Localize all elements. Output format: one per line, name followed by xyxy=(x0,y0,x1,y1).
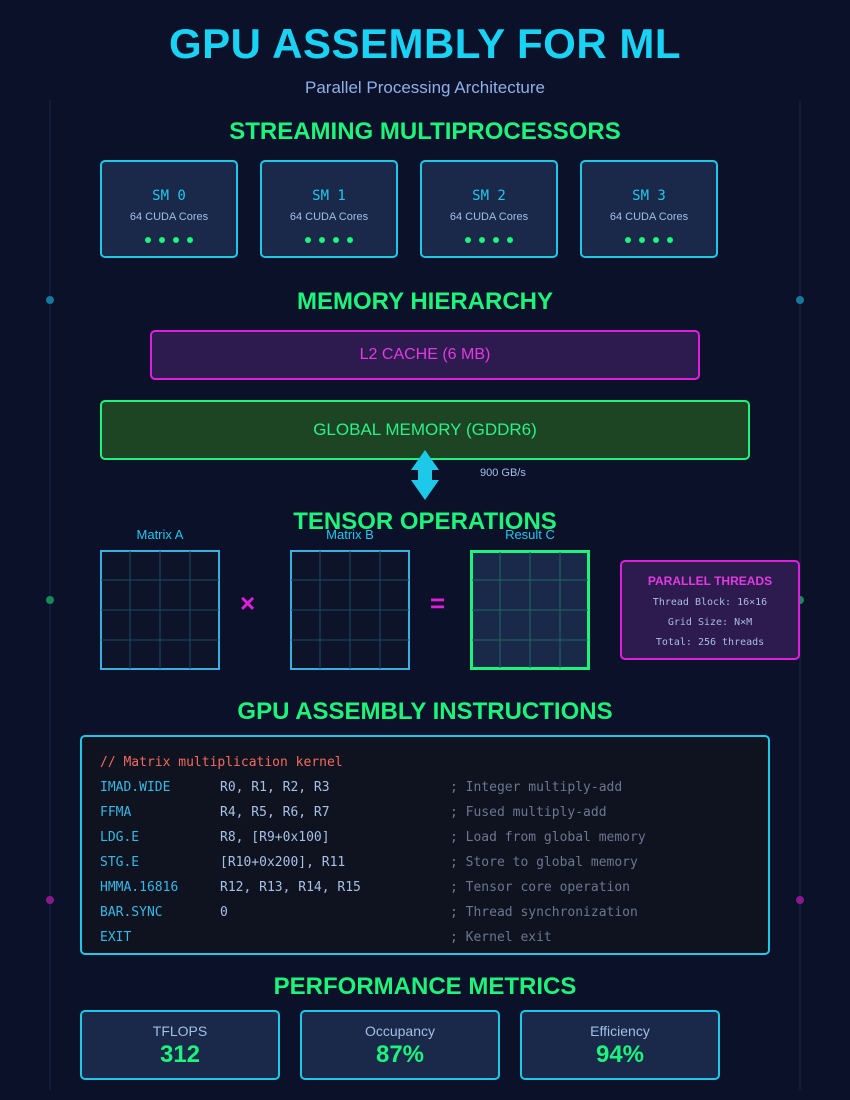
code-comment: // Matrix multiplication kernel xyxy=(100,755,343,770)
grid-size-info: Grid Size: N×M xyxy=(667,617,753,628)
metric-value: 312 xyxy=(159,1041,201,1068)
result-c-grid xyxy=(470,550,590,670)
page-title: GPU ASSEMBLY FOR ML xyxy=(168,20,681,67)
code-line: IMAD.WIDE R0, R1, R2, R3 ; Integer multi… xyxy=(100,780,760,798)
core-dots xyxy=(422,237,556,243)
bandwidth-label: 900 GB/s xyxy=(480,467,526,479)
code-line: EXIT ; Kernel exit xyxy=(100,930,760,948)
equals-symbol: = xyxy=(430,588,446,618)
total-threads-info: Total: 256 threads xyxy=(655,637,765,648)
result-c-label: Result C xyxy=(505,527,555,542)
metric-card-tflops: TFLOPS 312 xyxy=(80,1010,280,1080)
sm-box: SM 2 64 CUDA Cores xyxy=(420,160,558,258)
instruction-opcode: IMAD.WIDE xyxy=(100,780,171,795)
sm-cores: 64 CUDA Cores xyxy=(449,211,529,223)
instruction-comment: ; Integer multiply-add xyxy=(450,780,623,795)
instruction-comment: ; Thread synchronization xyxy=(450,905,638,920)
sm-cores: 64 CUDA Cores xyxy=(289,211,369,223)
metric-label: Occupancy xyxy=(364,1023,436,1039)
instruction-opcode: FFMA xyxy=(100,805,132,820)
sm-cores: 64 CUDA Cores xyxy=(609,211,689,223)
matrix-b-grid xyxy=(290,550,410,670)
sm-name: SM 0 xyxy=(152,188,186,204)
code-line: FFMA R4, R5, R6, R7 ; Fused multiply-add xyxy=(100,805,760,823)
section-title-tensor: TENSOR OPERATIONS xyxy=(293,508,557,535)
bidirectional-arrow-icon xyxy=(411,450,439,500)
instruction-comment: ; Kernel exit xyxy=(450,930,552,945)
instruction-operands: R4, R5, R6, R7 xyxy=(220,805,330,820)
section-title-instructions: GPU ASSEMBLY INSTRUCTIONS xyxy=(237,698,613,725)
metric-value: 87% xyxy=(375,1041,425,1068)
metric-card-efficiency: Efficiency 94% xyxy=(520,1010,720,1080)
matrix-b-label: Matrix B xyxy=(326,527,374,542)
multiply-symbol: × xyxy=(240,588,256,618)
node-dot xyxy=(796,596,804,604)
right-guide-line xyxy=(799,100,801,1090)
left-guide-line xyxy=(49,100,51,1090)
instruction-operands: R0, R1, R2, R3 xyxy=(220,780,330,795)
instruction-operands: R12, R13, R14, R15 xyxy=(220,880,361,895)
instruction-opcode: EXIT xyxy=(100,930,132,945)
sm-name: SM 1 xyxy=(312,188,346,204)
code-line: HMMA.16816 R12, R13, R14, R15 ; Tensor c… xyxy=(100,880,760,898)
code-line: STG.E [R10+0x200], R11 ; Store to global… xyxy=(100,855,760,873)
instruction-comment: ; Store to global memory xyxy=(450,855,638,870)
code-block: // Matrix multiplication kernel IMAD.WID… xyxy=(80,735,770,955)
sm-name: SM 3 xyxy=(632,188,666,204)
metric-label: Efficiency xyxy=(590,1023,650,1039)
node-dot xyxy=(46,596,54,604)
core-dots xyxy=(262,237,396,243)
parallel-threads-box: PARALLEL THREADS Thread Block: 16×16 Gri… xyxy=(620,560,800,660)
sm-box: SM 1 64 CUDA Cores xyxy=(260,160,398,258)
sm-name: SM 2 xyxy=(472,188,506,204)
metric-label: TFLOPS xyxy=(152,1023,208,1039)
section-title-sm: STREAMING MULTIPROCESSORS xyxy=(229,118,621,145)
instruction-comment: ; Tensor core operation xyxy=(450,880,631,895)
instruction-opcode: BAR.SYNC xyxy=(100,905,163,920)
sm-box: SM 0 64 CUDA Cores xyxy=(100,160,238,258)
instruction-comment: ; Fused multiply-add xyxy=(450,805,607,820)
section-title-memory: MEMORY HIERARCHY xyxy=(296,288,554,315)
instruction-opcode: LDG.E xyxy=(100,830,140,845)
instruction-operands: [R10+0x200], R11 xyxy=(220,855,346,870)
core-dots xyxy=(582,237,716,243)
instruction-operands: 0 xyxy=(220,905,228,920)
sm-cores: 64 CUDA Cores xyxy=(129,211,209,223)
metric-value: 94% xyxy=(595,1041,645,1068)
thread-block-info: Thread Block: 16×16 xyxy=(652,597,768,608)
node-dot xyxy=(46,896,54,904)
code-line: LDG.E R8, [R9+0x100] ; Load from global … xyxy=(100,830,760,848)
page-subtitle: Parallel Processing Architecture xyxy=(304,78,545,97)
node-dot xyxy=(46,296,54,304)
l2-cache-box: L2 CACHE (6 MB) xyxy=(150,330,700,380)
section-title-performance: PERFORMANCE METRICS xyxy=(273,973,577,1000)
sm-box: SM 3 64 CUDA Cores xyxy=(580,160,718,258)
matrix-a-label: Matrix A xyxy=(136,527,184,542)
node-dot xyxy=(796,296,804,304)
code-line: BAR.SYNC 0 ; Thread synchronization xyxy=(100,905,760,923)
instruction-comment: ; Load from global memory xyxy=(450,830,646,845)
matrix-a-grid xyxy=(100,550,220,670)
node-dot xyxy=(796,896,804,904)
instruction-opcode: HMMA.16816 xyxy=(100,880,179,895)
core-dots xyxy=(102,237,236,243)
metric-card-occupancy: Occupancy 87% xyxy=(300,1010,500,1080)
threads-title: PARALLEL THREADS xyxy=(647,574,773,588)
instruction-opcode: STG.E xyxy=(100,855,140,870)
instruction-operands: R8, [R9+0x100] xyxy=(220,830,330,845)
